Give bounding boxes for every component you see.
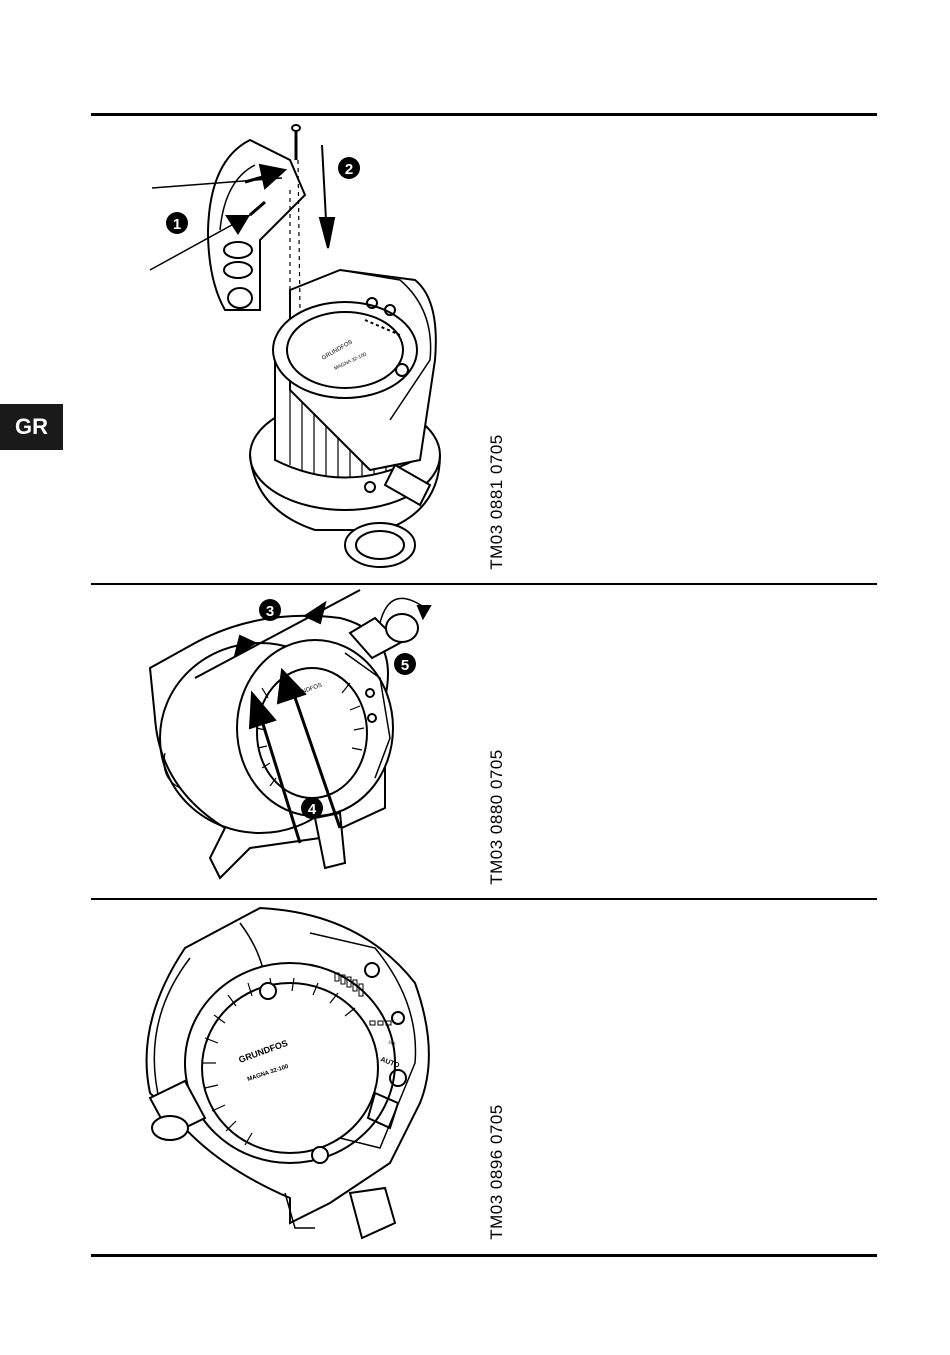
callout-3: 3 (266, 603, 274, 620)
figure-3-illustration: GRUNDFOS MAGNA 32-100 AUTO SET (130, 903, 450, 1248)
callout-2: 2 (345, 161, 353, 178)
language-tab-label: GR (15, 414, 48, 440)
figure-1-code: TM03 0881 0705 (482, 422, 512, 582)
top-rule (91, 113, 877, 116)
bottom-rule (91, 1254, 877, 1257)
figure-2-illustration: GRUNDFOS 3 4 5 (140, 588, 480, 893)
divider-rule-1 (91, 583, 877, 585)
divider-rule-2 (91, 898, 877, 900)
figure-1-illustration: GRUNDFOS MAGNA 32-100 1 2 (140, 120, 480, 580)
callout-5: 5 (401, 657, 409, 674)
figure-3-code: TM03 0896 0705 (482, 1092, 512, 1252)
figure-2-code: TM03 0880 0705 (482, 737, 512, 897)
callout-1: 1 (173, 216, 181, 233)
callout-4: 4 (308, 801, 317, 818)
language-tab: GR (0, 404, 63, 450)
